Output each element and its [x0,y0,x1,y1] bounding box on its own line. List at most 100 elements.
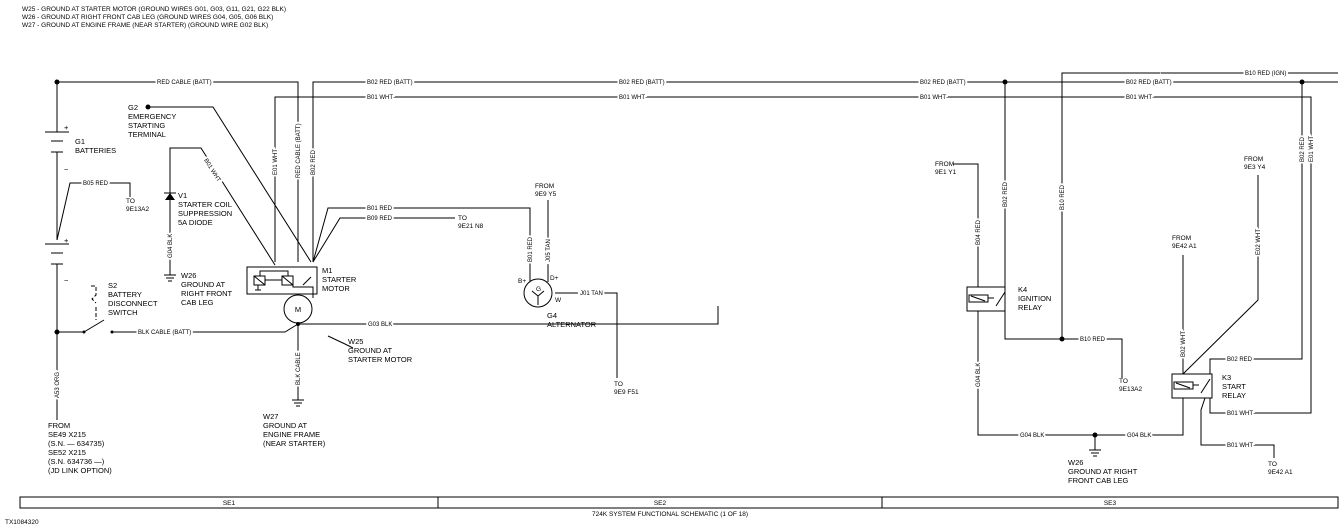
alt-g: G [536,286,541,293]
wire-label: B02 RED (BATT) [920,80,966,86]
wire-labels: RED CABLE (BATT) B02 RED (BATT) B02 RED … [53,69,1317,451]
wire-emergency-terminal [148,106,312,263]
wire-g04-blk-k4 [977,311,1184,436]
wire-label: B02 WHT [1181,331,1187,357]
plus-sign: + [64,236,69,245]
wire-label: RED CABLE (BATT) [296,123,302,178]
wire-label: B01 WHT [202,158,221,184]
note-w25: W25 - GROUND AT STARTER MOTOR (GROUND WI… [22,6,286,13]
ground-notes: W25 - GROUND AT STARTER MOTOR (GROUND WI… [22,6,286,29]
wire-b01-wht [274,96,1312,414]
wire-label: B02 RED (BATT) [367,80,413,86]
footer: SE1 SE2 SE3 724K SYSTEM FUNCTIONAL SCHEM… [5,496,1339,526]
wire-label: J05 TAN [546,239,552,262]
wire-label: B02 RED (BATT) [1126,80,1172,86]
wire-b04-red [953,163,979,287]
wire-label: B02 RED [1003,181,1009,207]
wire-e02-wht [1182,175,1259,375]
wire-label: B02 RED [1300,136,1306,162]
wire-label: E01 WHT [1309,136,1315,162]
switch-blade [83,319,105,333]
wire-label: B01 RED [367,206,393,212]
k4-relay [966,286,1006,312]
wire-red-cable-batt [57,81,299,262]
alt-d-plus: D+ [550,275,559,282]
wires [56,72,1338,458]
section-se1: SE1 [223,500,236,507]
wire-label: B02 RED [1227,357,1253,363]
starter-motor: M [246,266,318,324]
motor-symbol: M [295,305,301,314]
wire-diode [169,147,276,275]
wire-label: B01 WHT [619,95,645,101]
switch-actuator [91,285,97,320]
wire-j01-tan [555,292,618,378]
wire-label: BLK CABLE (BATT) [138,330,191,336]
plus-sign: + [64,123,69,132]
wire-b01-red [312,207,531,282]
wire-label: G04 BLK [976,363,982,387]
alt-b-plus: B+ [518,278,526,285]
wire-label: J01 TAN [580,291,603,297]
wire-label: B01 WHT [367,95,393,101]
wire-label: B01 WHT [1227,443,1253,449]
wire-label: G03 BLK [368,322,392,328]
figure-id: TX1084320 [5,519,39,526]
wire-b10-red-ign [1061,72,1338,339]
wire-label: RED CABLE (BATT) [157,80,212,86]
wire-label: B09 RED [367,216,393,222]
wire-label: B01 RED [528,236,534,262]
wire-label: B01 WHT [920,95,946,101]
wire-label: G04 BLK [1020,433,1044,439]
wire-label: B05 RED [83,181,109,187]
wire-b02-red-batt [312,81,1338,262]
wire-g03-blk [298,306,719,325]
wire-label: BLK CABLE [296,352,302,385]
schematic-title: 724K SYSTEM FUNCTIONAL SCHEMATIC (1 OF 1… [592,511,748,518]
alternator: G B+ D+ W [518,275,562,308]
note-w26: W26 - GROUND AT RIGHT FRONT CAB LEG (GRO… [22,14,273,21]
wire-label: E02 WHT [1256,229,1262,255]
wire-label: B01 WHT [1227,411,1253,417]
wire-label: G04 BLK [1127,433,1151,439]
junction-dots [54,79,1305,438]
wire-b05-red [56,182,131,241]
wire-label: A53 ORG [55,372,61,398]
ground-icon [164,274,1101,457]
wire-label: B01 WHT [1126,95,1152,101]
wire-blk-cable-batt [112,323,299,333]
wire-label: B04 RED [976,219,982,245]
wire-label: G04 BLK [168,234,174,258]
wire-label: B02 RED (BATT) [619,80,665,86]
wire-b09-red [312,217,455,263]
k3-relay [1171,373,1213,399]
diode-icon [164,192,176,200]
minus-sign: − [64,276,69,285]
wire-b02-red-k3 [1209,82,1303,374]
section-se3: SE3 [1104,500,1117,507]
alt-w: W [555,297,562,304]
wire-label: B10 RED [1060,184,1066,210]
